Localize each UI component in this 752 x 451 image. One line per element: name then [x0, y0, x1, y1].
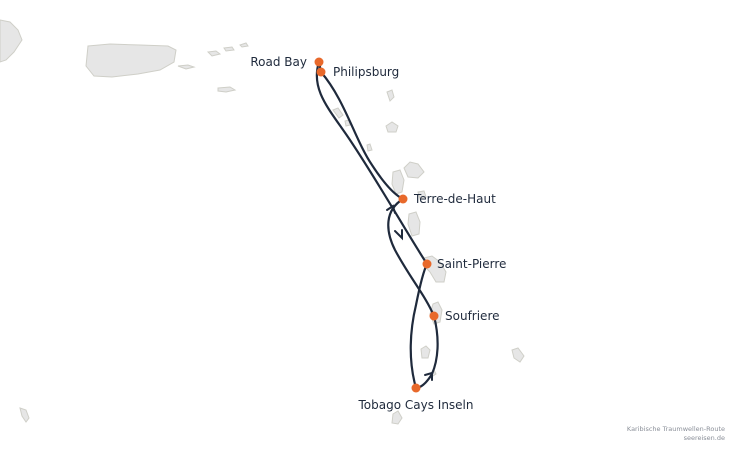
port-marker-terre-de-haut[interactable] [398, 194, 408, 204]
credit-route-name: Karibische Traumwellen-Route [627, 425, 725, 433]
direction-arrow-icon [424, 371, 433, 381]
route-philipsburg-terre-de-haut [319, 70, 405, 201]
island-nevis [344, 119, 351, 127]
island-vi-a [239, 42, 249, 48]
port-label-tobago-cays: Tobago Cays Inseln [358, 398, 474, 412]
island-grenada [391, 410, 403, 425]
island-dominica [407, 211, 421, 237]
island-st-vincent [420, 345, 431, 359]
route-arrows [386, 204, 433, 381]
route-saint-pierre-road-bay [315, 60, 429, 266]
island-vieques-b [223, 46, 235, 52]
island-puerto-rico [85, 43, 177, 78]
port-marker-soufriere[interactable] [429, 311, 439, 321]
port-label-terre-de-haut: Terre-de-Haut [413, 192, 496, 206]
route-tobago-cays-saint-pierre [409, 262, 429, 390]
credit-site[interactable]: seereisen.de [684, 434, 725, 442]
map-credit: Karibische Traumwellen-Route seereisen.d… [627, 425, 725, 442]
island-marie-galante [417, 190, 427, 200]
port-label-soufriere: Soufriere [445, 309, 500, 323]
port-marker-road-bay[interactable] [314, 57, 324, 67]
port-marker-philipsburg[interactable] [316, 67, 326, 77]
port-label-philipsburg: Philipsburg [333, 65, 399, 79]
islands-layer [0, 19, 525, 425]
island-guadeloupe-w [391, 169, 405, 195]
island-culebra [177, 64, 196, 70]
island-antigua [385, 121, 399, 133]
port-marker-saint-pierre[interactable] [422, 259, 432, 269]
port-markers [314, 57, 439, 393]
direction-arrow-icon [386, 204, 396, 214]
direction-arrow-icon [394, 229, 403, 241]
island-vieques-a [206, 50, 222, 57]
island-hispaniola [0, 19, 23, 63]
port-label-road-bay: Road Bay [250, 55, 307, 69]
island-stkitts [332, 107, 344, 119]
route-terre-de-haut-soufriere [387, 197, 436, 318]
port-labels: Road Bay Philipsburg Terre-de-Haut Saint… [250, 55, 506, 412]
island-barbuda [386, 89, 395, 102]
island-montserrat [366, 143, 373, 152]
island-barbados [511, 347, 525, 363]
port-label-saint-pierre: Saint-Pierre [437, 257, 506, 271]
island-st-croix [217, 86, 237, 93]
island-aruba [19, 407, 30, 423]
island-guadeloupe-e [403, 161, 425, 179]
port-marker-tobago-cays[interactable] [411, 383, 421, 393]
